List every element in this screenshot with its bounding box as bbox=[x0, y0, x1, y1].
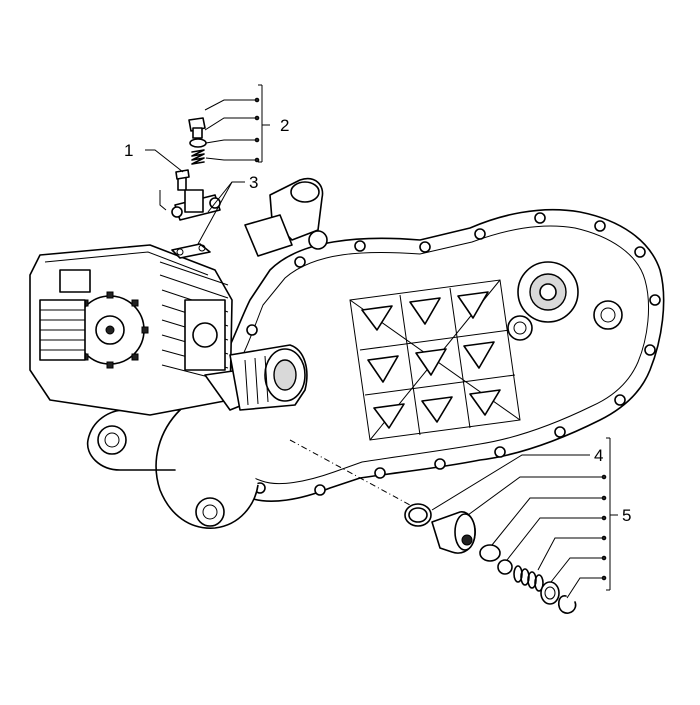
alignment-axis-line bbox=[289, 439, 411, 506]
callout-5: 5 bbox=[622, 506, 631, 525]
callout-3: 3 bbox=[249, 173, 258, 192]
reference-dots bbox=[254, 97, 607, 581]
callout-4: 4 bbox=[594, 446, 603, 465]
cylinder-head-icon bbox=[29, 244, 256, 416]
callout-1: 1 bbox=[124, 141, 133, 160]
callout-2: 2 bbox=[280, 116, 289, 135]
engine-crankcase-icon bbox=[86, 178, 665, 529]
leader-lines bbox=[145, 84, 618, 599]
pump-housing-icon bbox=[229, 344, 308, 411]
plug-spring-group-icon bbox=[404, 503, 577, 614]
chain-tensioner-icon bbox=[159, 117, 221, 259]
